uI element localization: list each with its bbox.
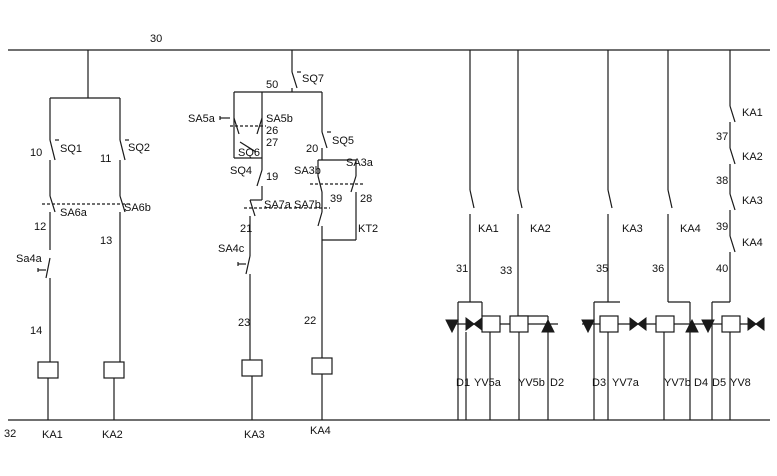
label-32: 32 [4, 428, 16, 440]
wire-38: 38 [716, 175, 728, 187]
switch-sq2: SQ2 [128, 142, 150, 154]
wire-33: 33 [500, 265, 512, 277]
wire-39: 39 [716, 221, 728, 233]
coil-ka1-label: KA1 [42, 429, 63, 441]
switch-sa3a: SA3a [346, 157, 374, 169]
wire-21: 21 [240, 223, 252, 235]
coil-ka4-label: KA4 [310, 425, 331, 437]
contact-ka3: KA3 [622, 223, 643, 235]
contact-ka3-series: KA3 [742, 195, 763, 207]
contact-ka2-series: KA2 [742, 151, 763, 163]
switch-sq5: SQ5 [332, 135, 354, 147]
switch-kt2: KT2 [358, 223, 378, 235]
contact-ka1-series: KA1 [742, 107, 763, 119]
diode-d2: D2 [550, 377, 564, 389]
diode-d5: D5 [712, 377, 726, 389]
section-yv7 [581, 50, 700, 420]
coil-ka2-label: KA2 [102, 429, 123, 441]
contact-ka4: KA4 [680, 223, 701, 235]
wire-36: 36 [652, 263, 664, 275]
wire-26: 26 [266, 125, 278, 137]
switch-sq7: SQ7 [302, 73, 324, 85]
wire-23: 23 [238, 317, 250, 329]
wire-18: 39 [330, 193, 342, 205]
valve-yv7b: YV7b [664, 377, 691, 389]
coil-ka3-label: KA3 [244, 429, 265, 441]
wire-20: 20 [306, 143, 318, 155]
switch-sa3b: SA3b [294, 165, 321, 177]
wire-27: 27 [266, 137, 278, 149]
switch-sa7b: SA7b [294, 199, 321, 211]
section-ka3-ka4 [219, 50, 364, 420]
wire-13: 13 [100, 235, 112, 247]
contact-ka1: KA1 [478, 223, 499, 235]
switch-sa6a: SA6a [60, 207, 88, 219]
switch-sa4a: Sa4a [16, 253, 43, 265]
switch-sq1: SQ1 [60, 143, 82, 155]
diode-d3: D3 [592, 377, 606, 389]
valve-yv8: YV8 [730, 377, 751, 389]
wire-28: 28 [360, 193, 372, 205]
wire-50: 50 [266, 79, 278, 91]
section-yv8 [700, 50, 765, 420]
diode-d1: D1 [456, 377, 470, 389]
switch-sa5b: SA5b [266, 113, 293, 125]
valve-yv5b: YV5b [518, 377, 545, 389]
switch-sa4c: SA4c [218, 243, 245, 255]
wire-11: 11 [100, 153, 111, 165]
switch-sa6b: SA6b [124, 202, 151, 214]
wire-40: 40 [716, 263, 728, 275]
wire-12: 12 [34, 221, 46, 233]
wire-35: 35 [596, 263, 608, 275]
label-30: 30 [150, 33, 162, 45]
valve-yv7a: YV7a [612, 377, 640, 389]
section-yv5 [445, 50, 558, 420]
switch-sq4: SQ4 [230, 165, 252, 177]
contact-ka4-series: KA4 [742, 237, 763, 249]
contact-ka2: KA2 [530, 223, 551, 235]
wire-19: 19 [266, 171, 278, 183]
valve-yv5a: YV5a [474, 377, 502, 389]
wire-14: 14 [30, 325, 42, 337]
switch-sa5a: SA5a [188, 113, 216, 125]
wire-10: 10 [30, 147, 42, 159]
wire-37: 37 [716, 131, 728, 143]
switch-sa7a: SA7a [264, 199, 292, 211]
switch-sq6: SQ6 [238, 147, 260, 159]
wire-22: 22 [304, 315, 316, 327]
wire-31: 31 [456, 263, 468, 275]
section-ka1-ka2 [37, 50, 132, 420]
diode-d4: D4 [694, 377, 708, 389]
